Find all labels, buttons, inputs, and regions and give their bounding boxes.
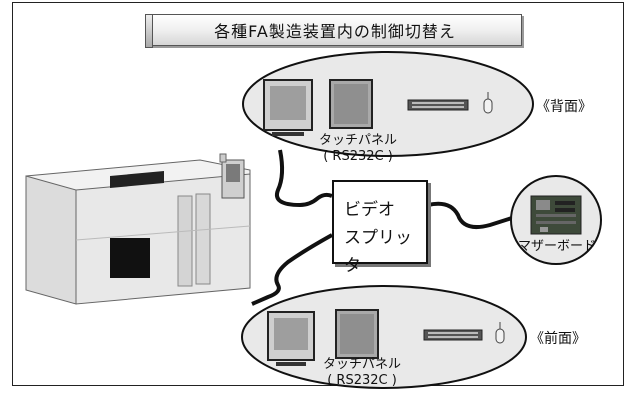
cable-splitter-to-bottom bbox=[251, 233, 333, 306]
front-mouse-icon bbox=[495, 322, 505, 344]
rear-touch-panel-label: タッチパネル ( RS232C ) bbox=[318, 133, 398, 165]
front-side-label: 《前面》 bbox=[530, 331, 586, 347]
front-touch-panel-label-line2: ( RS232C ) bbox=[327, 373, 397, 388]
video-splitter-box: ビデオ スプリッタ bbox=[332, 180, 428, 276]
rear-touch-panel-label-line1: タッチパネル bbox=[318, 133, 397, 148]
rear-touch-panel-icon bbox=[329, 79, 373, 129]
front-touch-panel-label: タッチパネル ( RS232C ) bbox=[322, 357, 402, 389]
front-touch-panel-icon bbox=[335, 309, 379, 359]
rear-keyboard-icon bbox=[407, 99, 469, 111]
rear-monitor-icon bbox=[263, 79, 313, 136]
motherboard-label: マザーボード bbox=[517, 239, 596, 254]
video-splitter-label-line1: ビデオ bbox=[344, 200, 395, 220]
cable-top-to-splitter bbox=[275, 149, 333, 208]
cable-splitter-to-motherboard bbox=[427, 201, 513, 229]
rear-group-ellipse bbox=[242, 51, 534, 157]
fa-machine-illustration bbox=[25, 153, 251, 305]
rear-mouse-icon bbox=[483, 92, 493, 114]
rear-touch-panel-label-line2: ( RS232C ) bbox=[323, 149, 393, 164]
motherboard-icon bbox=[530, 195, 582, 235]
title-text: 各種FA製造装置内の制御切替え bbox=[214, 22, 456, 41]
rear-side-label: 《背面》 bbox=[536, 99, 592, 115]
video-splitter-label: ビデオ スプリッタ bbox=[344, 196, 426, 280]
diagram-frame bbox=[12, 2, 624, 386]
video-splitter-label-line2: スプリッタ bbox=[344, 228, 412, 276]
front-keyboard-icon bbox=[423, 329, 483, 341]
title-banner: 各種FA製造装置内の制御切替え bbox=[145, 14, 522, 48]
front-touch-panel-label-line1: タッチパネル bbox=[322, 357, 401, 372]
front-monitor-icon bbox=[267, 311, 315, 366]
